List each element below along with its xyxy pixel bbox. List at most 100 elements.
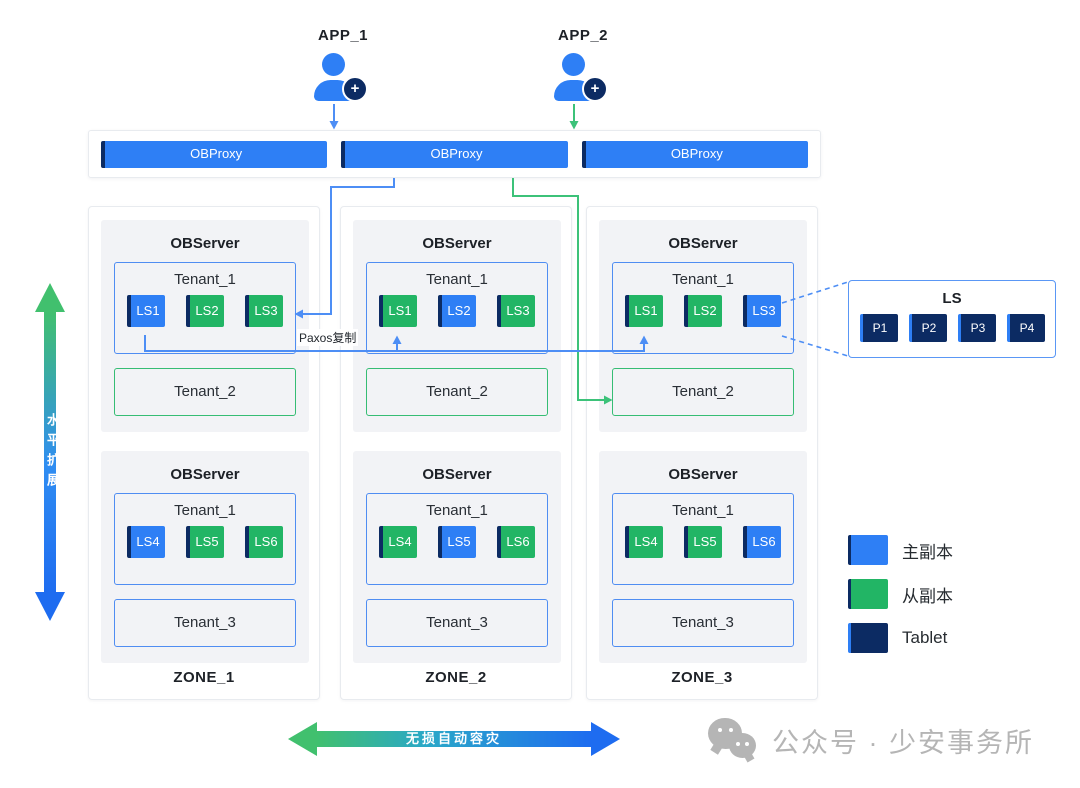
app1-label: APP_1 [317,27,369,44]
tablet-box: P1 [859,314,898,342]
ls-row: LS4 LS5 LS6 [115,526,295,558]
vertical-arrow-up-icon [35,283,65,312]
app1-user-icon: + [312,53,368,103]
primary-replica-swatch [848,535,888,565]
tenant1-name: Tenant_1 [672,502,734,519]
observer-title: OBServer [170,235,240,252]
tenant2-box: Tenant_2 [612,368,794,416]
legend-item-primary: 主副本 [848,535,953,565]
ls-box: LS4 [127,526,165,558]
obproxy-container: OBProxy OBProxy OBProxy [88,130,821,178]
tenant1-name: Tenant_1 [426,271,488,288]
ls-box: LS3 [245,295,283,327]
chat-bubble-icon [729,733,756,758]
tablet-box: P2 [908,314,947,342]
ls-box: LS6 [743,526,781,558]
icon-dot [736,742,740,746]
icon-dot [745,742,749,746]
zone-label: ZONE_2 [425,669,487,686]
obproxy-box-1: OBProxy [101,141,328,168]
ls-box: LS2 [684,295,722,327]
obproxy-box-2: OBProxy [341,141,568,168]
observer-title: OBServer [422,466,492,483]
tablet-row: P1 P2 P3 P4 [849,314,1055,342]
app2-label: APP_2 [557,27,609,44]
ls-box: LS1 [625,295,663,327]
watermark-text: 公众号 · 少安事务所 [772,727,1034,758]
zone-3: OBServer Tenant_1 LS1 LS2 LS3 Tenant_2 O… [586,206,818,700]
observer-card: OBServer Tenant_1 LS4 LS5 LS6 Tenant_3 [353,451,561,663]
tenant3-box: Tenant_3 [366,599,548,647]
zone-label: ZONE_1 [173,669,235,686]
horizontal-arrow-left-icon [288,722,317,756]
tenant1-box: Tenant_1 LS1 LS2 LS3 [612,262,794,354]
plus-badge-icon: + [342,76,368,102]
ls-detail-box: LS P1 P2 P3 P4 [848,280,1056,358]
observer-title: OBServer [668,235,738,252]
ls-detail-title: LS [942,290,962,307]
legend-label: 主副本 [902,542,953,562]
tenant3-box: Tenant_3 [114,599,296,647]
disaster-recovery-arrow [316,731,592,747]
app2-user-icon: + [552,53,608,103]
tenant1-box: Tenant_1 LS4 LS5 LS6 [366,493,548,585]
obproxy-box-3: OBProxy [581,141,808,168]
ls-row: LS4 LS5 LS6 [367,526,547,558]
tablet-swatch [848,623,888,653]
tenant1-name: Tenant_1 [174,502,236,519]
ls-box: LS2 [438,295,476,327]
tenant1-name: Tenant_1 [672,271,734,288]
observer-title: OBServer [170,466,240,483]
watermark: 公众号 · 少安事务所 [708,716,1034,764]
arrow-head-down-icon [329,121,339,130]
ls-box: LS4 [379,526,417,558]
observer-title: OBServer [422,235,492,252]
arrow-head-down-icon [569,121,579,130]
ls-box: LS2 [186,295,224,327]
observer-card: OBServer Tenant_1 LS4 LS5 LS6 Tenant_3 [101,451,309,663]
legend: 主副本 从副本 Tablet [848,535,953,667]
user-head-icon [562,53,585,76]
ls-box: LS3 [743,295,781,327]
plus-badge-icon: + [582,76,608,102]
legend-item-follower: 从副本 [848,579,953,609]
tenant1-box: Tenant_1 LS4 LS5 LS6 [612,493,794,585]
wechat-icon [708,716,760,764]
icon-dot [729,728,733,732]
legend-label: 从副本 [902,586,953,606]
ls-box: LS3 [497,295,535,327]
ls-row: LS1 LS2 LS3 [367,295,547,327]
tenant2-box: Tenant_2 [114,368,296,416]
observer-card: OBServer Tenant_1 LS1 LS2 LS3 Tenant_2 [101,220,309,432]
observer-card: OBServer Tenant_1 LS1 LS2 LS3 Tenant_2 [353,220,561,432]
ls-row: LS4 LS5 LS6 [613,526,793,558]
ls-box: LS6 [497,526,535,558]
zone-1: OBServer Tenant_1 LS1 LS2 LS3 Tenant_2 O… [88,206,320,700]
legend-label: Tablet [902,628,948,647]
ls-row: LS1 LS2 LS3 [613,295,793,327]
ls-box: LS5 [684,526,722,558]
horizontal-arrow-right-icon [591,722,620,756]
legend-item-tablet: Tablet [848,623,953,653]
ls-box: LS6 [245,526,283,558]
vertical-arrow-down-icon [35,592,65,621]
tenant1-name: Tenant_1 [174,271,236,288]
ls-box: LS1 [379,295,417,327]
ls-box: LS1 [127,295,165,327]
tenant1-name: Tenant_1 [426,502,488,519]
ls-row: LS1 LS2 LS3 [115,295,295,327]
tablet-box: P4 [1006,314,1045,342]
vertical-scale-arrow [44,311,56,593]
observer-card: OBServer Tenant_1 LS4 LS5 LS6 Tenant_3 [599,451,807,663]
observer-card: OBServer Tenant_1 LS1 LS2 LS3 Tenant_2 [599,220,807,432]
ls-box: LS5 [186,526,224,558]
tenant2-box: Tenant_2 [366,368,548,416]
zone-label: ZONE_3 [671,669,733,686]
tenant1-box: Tenant_1 LS4 LS5 LS6 [114,493,296,585]
tablet-box: P3 [957,314,996,342]
user-head-icon [322,53,345,76]
tenant3-box: Tenant_3 [612,599,794,647]
follower-replica-swatch [848,579,888,609]
tenant1-box: Tenant_1 LS1 LS2 LS3 [114,262,296,354]
